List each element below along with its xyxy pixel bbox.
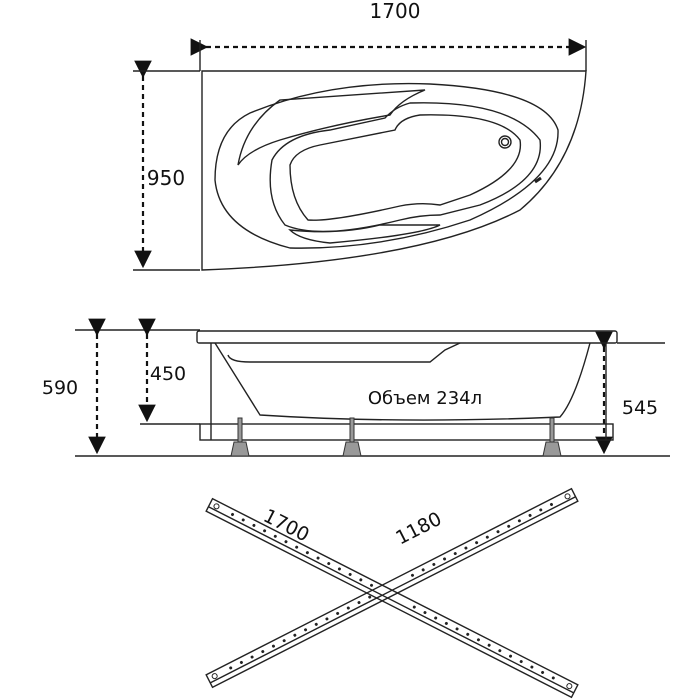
bar-hole bbox=[346, 606, 350, 610]
bar-hole bbox=[509, 654, 513, 658]
short-bar bbox=[205, 487, 579, 689]
bar-hole bbox=[455, 627, 459, 631]
mount-hole bbox=[566, 683, 573, 690]
bar-hole bbox=[517, 519, 521, 523]
legs bbox=[230, 417, 562, 457]
bar-hole bbox=[434, 616, 438, 620]
bar-hole bbox=[327, 562, 331, 566]
bar-hole bbox=[541, 670, 545, 674]
bar-hole bbox=[507, 524, 511, 528]
total-height-label: 590 bbox=[42, 377, 78, 399]
bar-hole bbox=[475, 541, 479, 545]
volume-label: Объем 234л bbox=[368, 388, 482, 409]
bar-hole bbox=[261, 650, 265, 654]
bar-hole bbox=[487, 643, 491, 647]
bar-hole bbox=[466, 632, 470, 636]
tub-basin bbox=[289, 114, 522, 221]
depth-label: 950 bbox=[147, 166, 185, 190]
bar-hole bbox=[357, 601, 361, 605]
bar-hole bbox=[370, 583, 374, 587]
bar-hole bbox=[229, 666, 233, 670]
bar-hole bbox=[314, 622, 318, 626]
bar-hole bbox=[464, 546, 468, 550]
bar-hole bbox=[316, 556, 320, 560]
bar-hole bbox=[271, 644, 275, 648]
bar-hole bbox=[252, 523, 256, 527]
bar-hole bbox=[551, 676, 555, 680]
bar-hole bbox=[519, 660, 523, 664]
bar-hole bbox=[412, 605, 416, 609]
bar-hole bbox=[443, 557, 447, 561]
bar-hole bbox=[305, 551, 309, 555]
side-height-label: 545 bbox=[622, 397, 658, 419]
bar-hole bbox=[325, 617, 329, 621]
side-view: 590 450 545 Объем 234л bbox=[42, 318, 670, 457]
frame-bars: 1700 1180 bbox=[205, 487, 579, 699]
long-bar bbox=[205, 497, 579, 699]
bar-hole bbox=[539, 508, 543, 512]
drain-icon bbox=[498, 135, 512, 149]
bar-hole bbox=[239, 660, 243, 664]
bar-hole bbox=[250, 655, 254, 659]
bar-hole bbox=[453, 552, 457, 556]
bar-hole bbox=[528, 513, 532, 517]
top-view: 1700 950 bbox=[133, 0, 587, 271]
mount-hole bbox=[213, 503, 220, 510]
bar-hole bbox=[284, 540, 288, 544]
bar-hole bbox=[336, 611, 340, 615]
bar-hole bbox=[241, 518, 245, 522]
bar-hole bbox=[410, 573, 414, 577]
bar-hole bbox=[368, 595, 372, 599]
bar-hole bbox=[359, 578, 363, 582]
short-bar-label: 1180 bbox=[392, 508, 445, 550]
bar-hole bbox=[485, 535, 489, 539]
overflow-icon bbox=[534, 176, 542, 184]
bar-hole bbox=[496, 530, 500, 534]
bar-hole bbox=[498, 649, 502, 653]
bar-hole bbox=[304, 628, 308, 632]
bar-hole bbox=[476, 638, 480, 642]
bar-hole bbox=[231, 512, 235, 516]
bar-hole bbox=[263, 529, 267, 533]
tub-outline bbox=[201, 70, 587, 271]
bar-hole bbox=[432, 562, 436, 566]
bar-hole bbox=[348, 572, 352, 576]
bar-hole bbox=[337, 567, 341, 571]
bar-hole bbox=[421, 568, 425, 572]
bar-hole bbox=[295, 545, 299, 549]
bar-hole bbox=[273, 534, 277, 538]
bar-hole bbox=[444, 621, 448, 625]
inner-depth-label: 450 bbox=[150, 363, 186, 385]
width-label: 1700 bbox=[370, 0, 421, 23]
frame-base bbox=[199, 423, 614, 441]
mount-hole bbox=[211, 673, 218, 680]
bar-hole bbox=[423, 611, 427, 615]
long-bar-label: 1700 bbox=[260, 505, 313, 547]
bar-hole bbox=[293, 633, 297, 637]
bar-hole bbox=[282, 639, 286, 643]
bar-hole bbox=[530, 665, 534, 669]
tub-rim bbox=[196, 330, 618, 344]
mount-hole bbox=[564, 493, 571, 500]
bar-hole bbox=[549, 502, 553, 506]
